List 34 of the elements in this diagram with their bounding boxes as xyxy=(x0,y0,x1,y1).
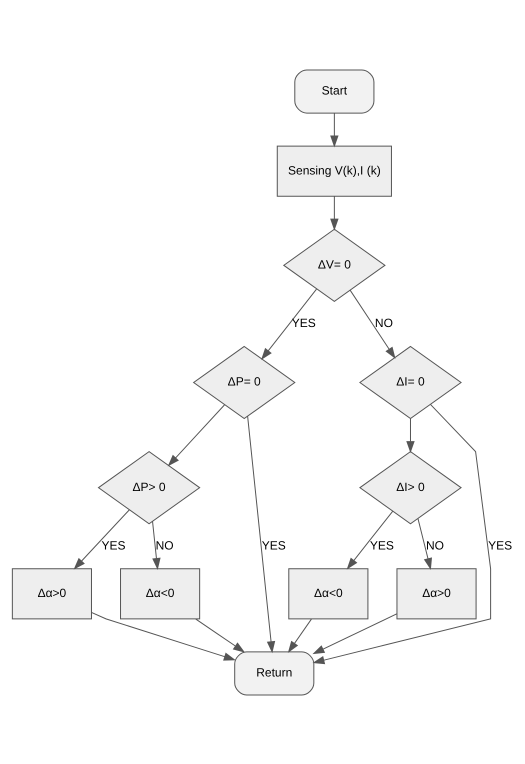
arrow xyxy=(330,112,339,148)
arrow xyxy=(195,618,246,652)
node-box: Δα<0 xyxy=(288,568,368,619)
edge-label: YES xyxy=(488,538,512,552)
node-box: Δα>0 xyxy=(12,568,92,619)
arrow xyxy=(417,518,432,570)
arrow xyxy=(247,415,276,653)
node-diamond: ΔV= 0 xyxy=(282,228,386,302)
arrow xyxy=(288,618,312,652)
arrow xyxy=(346,510,394,570)
arrow xyxy=(312,404,492,664)
arrow xyxy=(350,289,396,358)
node-diamond: ΔI> 0 xyxy=(359,450,462,524)
edge-label: YES xyxy=(262,538,286,552)
node-diamond: ΔP> 0 xyxy=(98,450,201,524)
edge-label: NO xyxy=(156,538,174,552)
arrow xyxy=(406,418,415,453)
arrow xyxy=(261,288,318,360)
edge-label: YES xyxy=(292,316,316,330)
node-box: Sensing V(k),I (k) xyxy=(276,145,392,196)
edge-label: YES xyxy=(102,538,126,552)
node-box: Start xyxy=(294,69,374,114)
arrow xyxy=(312,612,398,654)
arrow xyxy=(168,404,225,466)
arrow xyxy=(330,195,339,230)
edge-label: NO xyxy=(374,316,393,330)
edge-label: YES xyxy=(370,538,394,552)
arrow xyxy=(74,508,130,570)
node-box: Δα<0 xyxy=(120,568,200,619)
edge-label: NO xyxy=(426,538,444,552)
node-box: Return xyxy=(234,650,314,695)
arrow xyxy=(152,520,161,570)
arrow xyxy=(91,611,236,660)
node-box: Δα>0 xyxy=(396,568,477,619)
